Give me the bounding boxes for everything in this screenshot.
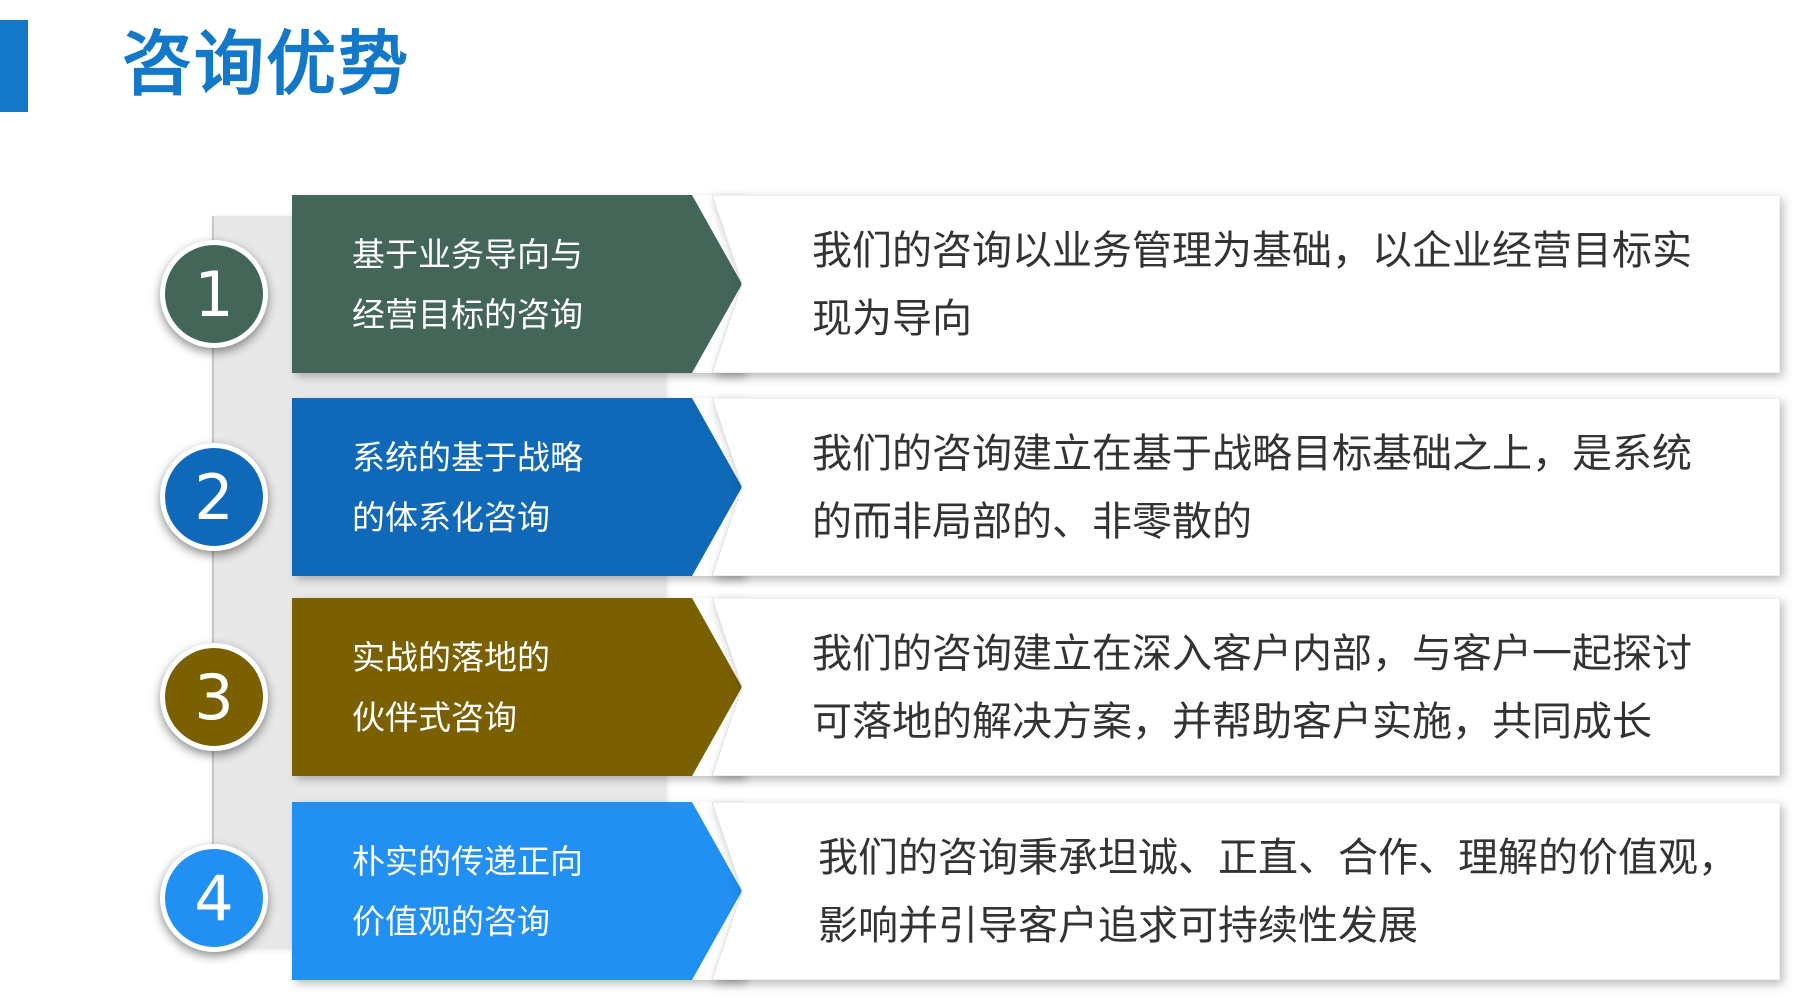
label-line: 朴实的传递正向 — [352, 842, 583, 881]
arrow-shape — [292, 598, 742, 776]
advantage-row-3: 3 实战的落地的 伙伴式咨询 我们的咨询建立在深入客户内部，与客户一起探讨 可落… — [0, 598, 1799, 778]
advantage-label: 基于业务导向与 经营目标的咨询 — [352, 225, 652, 345]
advantage-label-arrow: 系统的基于战略 的体系化咨询 — [292, 398, 742, 576]
description-panel-shape — [712, 398, 1780, 576]
advantage-description: 我们的咨询秉承坦诚、正直、合作、理解的价值观， 影响并引导客户追求可持续性发展 — [712, 802, 1780, 980]
label-line: 经营目标的咨询 — [352, 295, 583, 334]
label-line: 价值观的咨询 — [352, 902, 550, 941]
label-line: 实战的落地的 — [352, 638, 550, 677]
advantage-row-4: 4 朴实的传递正向 价值观的咨询 我们的咨询秉承坦诚、正直、合作、理解的价值观，… — [0, 802, 1799, 982]
description-line: 我们的咨询秉承坦诚、正直、合作、理解的价值观， — [818, 835, 1738, 881]
label-line: 基于业务导向与 — [352, 235, 583, 274]
description-line: 我们的咨询建立在基于战略目标基础之上，是系统 — [812, 431, 1692, 477]
description-line: 现为导向 — [812, 296, 972, 342]
advantage-row-2: 2 系统的基于战略 的体系化咨询 我们的咨询建立在基于战略目标基础之上，是系统 … — [0, 398, 1799, 578]
step-badge-4: 4 — [160, 844, 268, 952]
description-panel-shape — [712, 802, 1780, 980]
description-line: 可落地的解决方案，并帮助客户实施，共同成长 — [812, 699, 1652, 745]
step-number: 2 — [194, 460, 234, 534]
advantage-label: 朴实的传递正向 价值观的咨询 — [352, 832, 652, 952]
description-line: 我们的咨询以业务管理为基础，以企业经营目标实 — [812, 228, 1692, 274]
label-line: 伙伴式咨询 — [352, 698, 517, 737]
page-title: 咨询优势 — [122, 23, 410, 105]
advantage-label-arrow: 朴实的传递正向 价值观的咨询 — [292, 802, 742, 980]
step-number: 1 — [194, 257, 234, 331]
advantage-description: 我们的咨询建立在深入客户内部，与客户一起探讨 可落地的解决方案，并帮助客户实施，… — [712, 598, 1780, 776]
step-number: 3 — [194, 660, 234, 734]
description-text: 我们的咨询以业务管理为基础，以企业经营目标实 现为导向 — [812, 217, 1762, 353]
advantage-label: 实战的落地的 伙伴式咨询 — [352, 628, 652, 748]
description-line: 我们的咨询建立在深入客户内部，与客户一起探讨 — [812, 631, 1692, 677]
description-line: 影响并引导客户追求可持续性发展 — [818, 903, 1418, 949]
arrow-shape — [292, 802, 742, 980]
advantage-description: 我们的咨询建立在基于战略目标基础之上，是系统 的而非局部的、非零散的 — [712, 398, 1780, 576]
title-accent-bar — [0, 20, 28, 112]
label-line: 系统的基于战略 — [352, 438, 583, 477]
step-number: 4 — [194, 861, 234, 935]
step-badge-1: 1 — [160, 240, 268, 348]
advantage-label-arrow: 实战的落地的 伙伴式咨询 — [292, 598, 742, 776]
description-text: 我们的咨询秉承坦诚、正直、合作、理解的价值观， 影响并引导客户追求可持续性发展 — [818, 824, 1768, 960]
description-panel-shape — [712, 598, 1780, 776]
description-panel-shape — [712, 195, 1780, 373]
label-line: 的体系化咨询 — [352, 498, 550, 537]
step-badge-3: 3 — [160, 643, 268, 751]
step-badge-2: 2 — [160, 443, 268, 551]
advantage-description: 我们的咨询以业务管理为基础，以企业经营目标实 现为导向 — [712, 195, 1780, 373]
advantage-label-arrow: 基于业务导向与 经营目标的咨询 — [292, 195, 742, 373]
arrow-shape — [292, 195, 742, 373]
arrow-shape — [292, 398, 742, 576]
description-text: 我们的咨询建立在深入客户内部，与客户一起探讨 可落地的解决方案，并帮助客户实施，… — [812, 620, 1762, 756]
advantage-row-1: 1 基于业务导向与 经营目标的咨询 我们的咨询以业务管理为基础，以企业经营目标实… — [0, 195, 1799, 375]
description-line: 的而非局部的、非零散的 — [812, 499, 1252, 545]
advantage-label: 系统的基于战略 的体系化咨询 — [352, 428, 652, 548]
description-text: 我们的咨询建立在基于战略目标基础之上，是系统 的而非局部的、非零散的 — [812, 420, 1762, 556]
